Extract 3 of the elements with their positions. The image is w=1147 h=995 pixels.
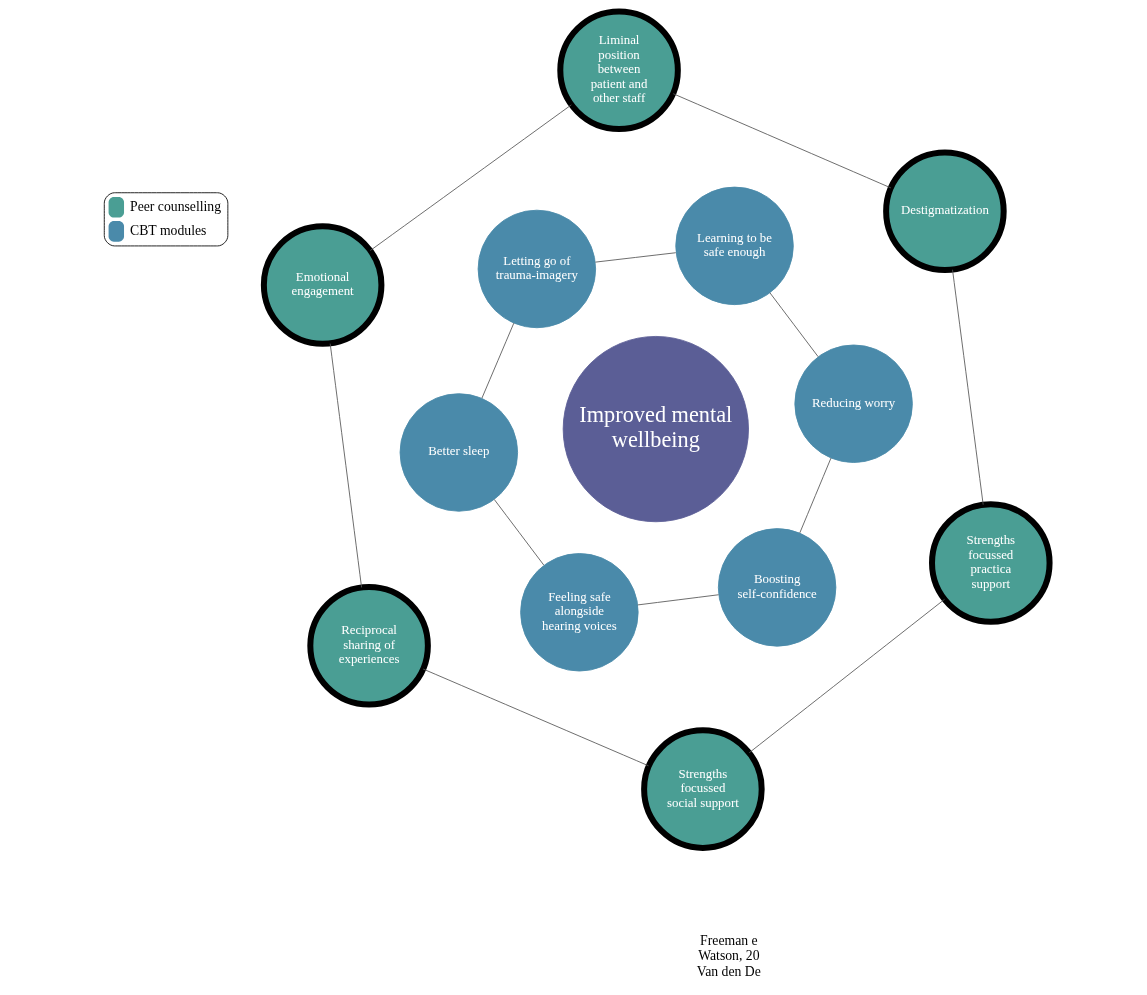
label: Freeman e Watson, 20 Van den De (696, 932, 761, 979)
legend-label: Peer counselling (130, 198, 222, 214)
legend-label: CBT modules (130, 222, 207, 238)
